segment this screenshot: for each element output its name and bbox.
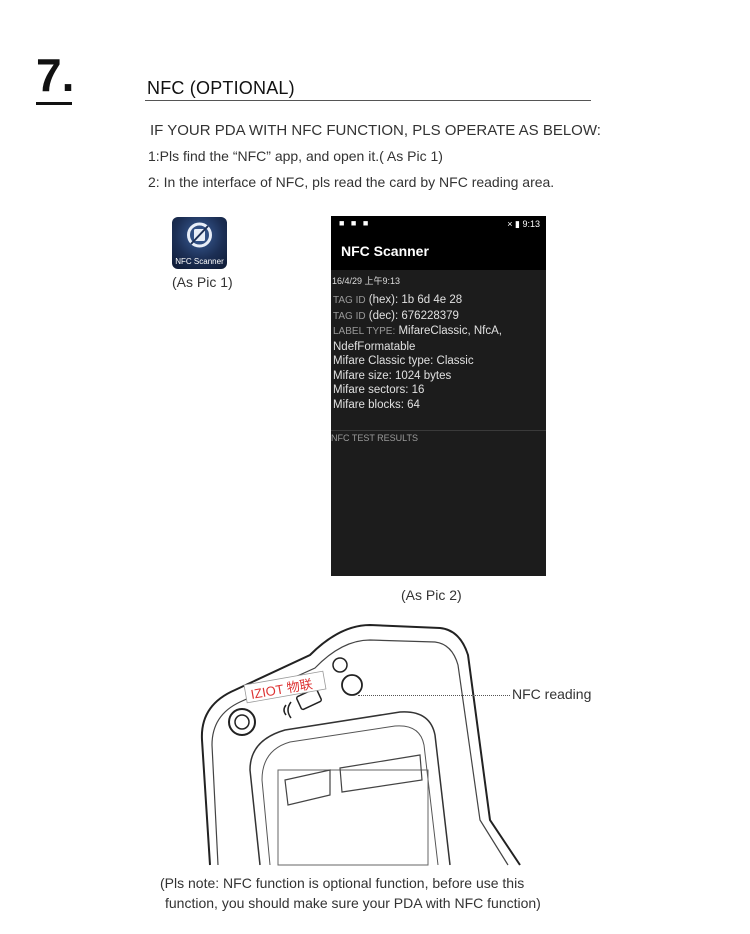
note-line-1: (Pls note: NFC function is optional func…: [160, 875, 525, 891]
nfc-app-icon[interactable]: NFC Scanner: [172, 217, 227, 269]
label-type-cont: NdefFormatable: [333, 340, 416, 353]
instructions-heading: IF YOUR PDA WITH NFC FUNCTION, PLS OPERA…: [150, 122, 601, 139]
title-divider: [145, 100, 591, 101]
step-number: 7.: [36, 49, 75, 101]
step-number-underline: [36, 102, 72, 105]
app-bar-title: NFC Scanner: [331, 232, 546, 270]
status-bar: ■ ■ ■ × ▮ 9:13: [331, 216, 546, 232]
section-title: NFC (OPTIONAL): [147, 78, 295, 98]
pic1-caption: (As Pic 1): [172, 274, 233, 290]
nfc-symbol-icon: [187, 222, 212, 248]
nfc-test-results-label: NFC TEST RESULTS: [331, 433, 419, 443]
mifare-sectors: Mifare sectors: 16: [333, 384, 425, 396]
optional-note: (Pls note: NFC function is optional func…: [160, 873, 541, 913]
pic2-caption: (As Pic 2): [401, 587, 462, 603]
note-line-2: function, you should make sure your PDA …: [165, 895, 541, 911]
nfc-scanner-screen: ■ ■ ■ × ▮ 9:13 NFC Scanner 16/4/29 上午9:1…: [331, 216, 546, 576]
instruction-step-2: 2: In the interface of NFC, pls read the…: [148, 174, 555, 190]
tag-info: TAG ID (hex): 1b 6d 4e 28 TAG ID (dec): …: [331, 293, 546, 412]
mifare-type: Mifare Classic type: Classic: [333, 355, 474, 367]
instruction-step-1: 1:Pls find the “NFC” app, and open it.( …: [148, 148, 443, 164]
scan-timestamp: 16/4/29 上午9:13: [332, 276, 401, 286]
mifare-blocks: Mifare blocks: 64: [333, 398, 420, 411]
tag-id-hex: TAG ID (hex): 1b 6d 4e 28: [333, 294, 463, 306]
tag-id-dec: TAG ID (dec): 676228379: [333, 309, 459, 322]
nfc-reading-label: NFC reading: [512, 686, 592, 702]
status-clock: × ▮ 9:13: [507, 219, 540, 229]
mifare-size: Mifare size: 1024 bytes: [333, 369, 452, 382]
app-icon-label: NFC Scanner: [175, 257, 224, 266]
status-icons-left: ■ ■ ■: [339, 218, 371, 228]
label-type: LABEL TYPE: MifareClassic, NfcA,: [333, 325, 502, 337]
results-divider: [331, 430, 546, 431]
nfc-reading-leader: [358, 695, 510, 696]
pda-device-drawing: IZIOT 物联: [200, 623, 521, 866]
